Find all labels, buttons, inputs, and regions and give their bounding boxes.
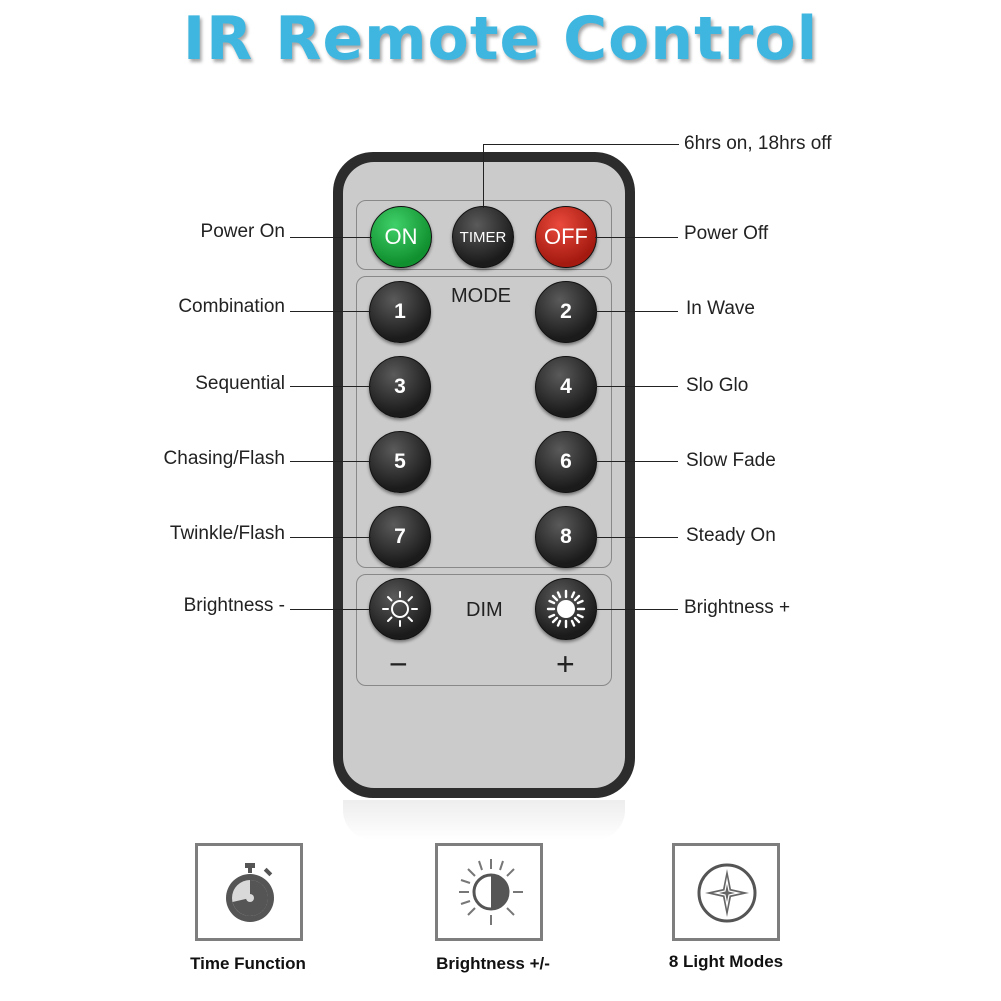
leader-brightness-plus: [595, 609, 678, 610]
leader-power-off: [595, 237, 678, 238]
dim-minus-sign: −: [389, 646, 408, 682]
brightness-minus-button[interactable]: [369, 578, 431, 640]
leader-mode-6: [595, 461, 678, 462]
mode-button-6[interactable]: 6: [535, 431, 597, 493]
leader-power-on: [290, 237, 372, 238]
feature-time-function: [195, 843, 303, 941]
dim-panel: [356, 574, 612, 686]
mode-button-2[interactable]: 2: [535, 281, 597, 343]
brightness-plus-button[interactable]: [535, 578, 597, 640]
mode-label: MODE: [451, 285, 511, 307]
sparkle-star-icon: [693, 860, 761, 926]
leader-mode-3: [290, 386, 371, 387]
feature-time-function-label: Time Function: [190, 954, 306, 973]
feature-light-modes: [672, 843, 780, 941]
leader-mode-1: [290, 311, 371, 312]
callout-mode-1: Combination: [178, 296, 285, 317]
callout-power-off: Power Off: [684, 223, 769, 244]
power-panel: [356, 200, 612, 270]
leader-mode-7: [290, 537, 371, 538]
timer-leader-horizontal: [483, 144, 679, 145]
mode-button-8[interactable]: 8: [535, 506, 597, 568]
leader-mode-8: [595, 537, 678, 538]
callout-mode-8: Steady On: [686, 525, 776, 546]
mode-button-7[interactable]: 7: [369, 506, 431, 568]
callout-mode-3: Sequential: [195, 373, 285, 394]
mode-button-3[interactable]: 3: [369, 356, 431, 418]
timer-button[interactable]: TIMER: [452, 206, 514, 268]
callout-brightness-plus: Brightness +: [684, 597, 791, 618]
callout-brightness-minus: Brightness -: [183, 595, 285, 616]
leader-mode-5: [290, 461, 371, 462]
feature-light-modes-label: 8 Light Modes: [668, 952, 784, 971]
page-title: IR Remote Control: [182, 4, 819, 74]
feature-brightness: [435, 843, 543, 941]
mode-panel: [356, 276, 612, 568]
mode-button-1[interactable]: 1: [369, 281, 431, 343]
sun-outline-icon: [380, 589, 420, 629]
callout-mode-6: Slow Fade: [686, 450, 776, 471]
mode-button-4[interactable]: 4: [535, 356, 597, 418]
remote-reflection: [343, 800, 625, 840]
leader-mode-4: [595, 386, 678, 387]
timer-leader-vertical: [483, 144, 484, 208]
callout-mode-7: Twinkle/Flash: [169, 523, 285, 544]
callout-timer: 6hrs on, 18hrs off: [684, 133, 832, 154]
dim-label: DIM: [466, 599, 503, 621]
feature-brightness-label: Brightness +/-: [436, 954, 550, 973]
leader-brightness-minus: [290, 609, 371, 610]
mode-button-5[interactable]: 5: [369, 431, 431, 493]
dim-plus-sign: +: [556, 646, 575, 682]
callout-mode-5: Chasing/Flash: [163, 448, 285, 469]
off-button[interactable]: OFF: [535, 206, 597, 268]
stopwatch-icon: [218, 860, 282, 926]
callout-power-on: Power On: [200, 221, 285, 242]
brightness-icon: [456, 856, 526, 928]
leader-mode-2: [595, 311, 678, 312]
sun-bright-icon: [546, 589, 586, 629]
on-button[interactable]: ON: [370, 206, 432, 268]
callout-mode-2: In Wave: [686, 298, 755, 319]
callout-mode-4: Slo Glo: [686, 375, 749, 396]
